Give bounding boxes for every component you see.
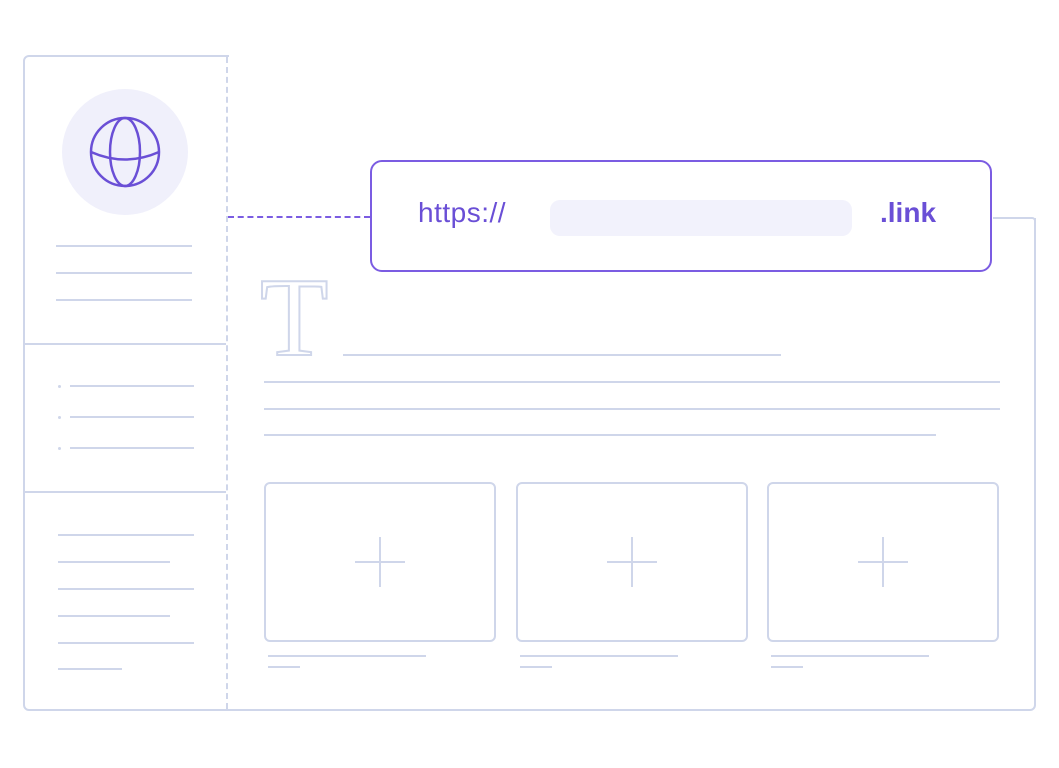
add-item-card[interactable] [516, 482, 748, 642]
add-item-card[interactable] [264, 482, 496, 642]
sidebar-list-bullet [58, 385, 61, 388]
sidebar-text-line [56, 245, 192, 247]
sidebar-list-item [70, 447, 194, 449]
card-caption-line [520, 666, 552, 668]
sidebar-section-divider [25, 343, 226, 345]
sidebar-text-line [58, 615, 170, 617]
sidebar-list-item [70, 416, 194, 418]
url-bar [370, 160, 992, 272]
plus-icon [607, 537, 657, 587]
frame-right-corner [993, 217, 1036, 247]
plus-icon [858, 537, 908, 587]
globe-icon [62, 89, 188, 215]
typography-icon: T [259, 256, 329, 380]
sidebar-section-divider [25, 491, 226, 493]
url-input[interactable] [550, 200, 852, 236]
page-title-placeholder [343, 354, 781, 356]
paragraph-line [264, 434, 936, 436]
url-prefix: https:// [418, 197, 507, 228]
sidebar-text-line [56, 272, 192, 274]
card-caption-line [771, 666, 803, 668]
add-item-card[interactable] [767, 482, 999, 642]
sidebar-text-line [58, 561, 170, 563]
sidebar-text-line [58, 668, 122, 670]
sidebar-text-line [58, 588, 194, 590]
sidebar-text-line [58, 642, 194, 644]
sidebar-list-bullet [58, 416, 61, 419]
url-connector-line [228, 216, 370, 218]
card-caption-line [268, 655, 426, 657]
sidebar-list-bullet [58, 447, 61, 450]
card-caption-line [771, 655, 929, 657]
paragraph-line [264, 381, 1000, 383]
url-suffix: .link [880, 197, 937, 228]
plus-icon [355, 537, 405, 587]
card-caption-line [520, 655, 678, 657]
sidebar-text-line [56, 299, 192, 301]
paragraph-line [264, 408, 1000, 410]
frame-top-gap [229, 50, 1059, 62]
sidebar-text-line [58, 534, 194, 536]
globe-icon-svg [89, 116, 161, 188]
sidebar-list-item [70, 385, 194, 387]
frame-right-gap [1028, 50, 1048, 218]
card-caption-line [268, 666, 300, 668]
sidebar-divider [226, 57, 228, 709]
